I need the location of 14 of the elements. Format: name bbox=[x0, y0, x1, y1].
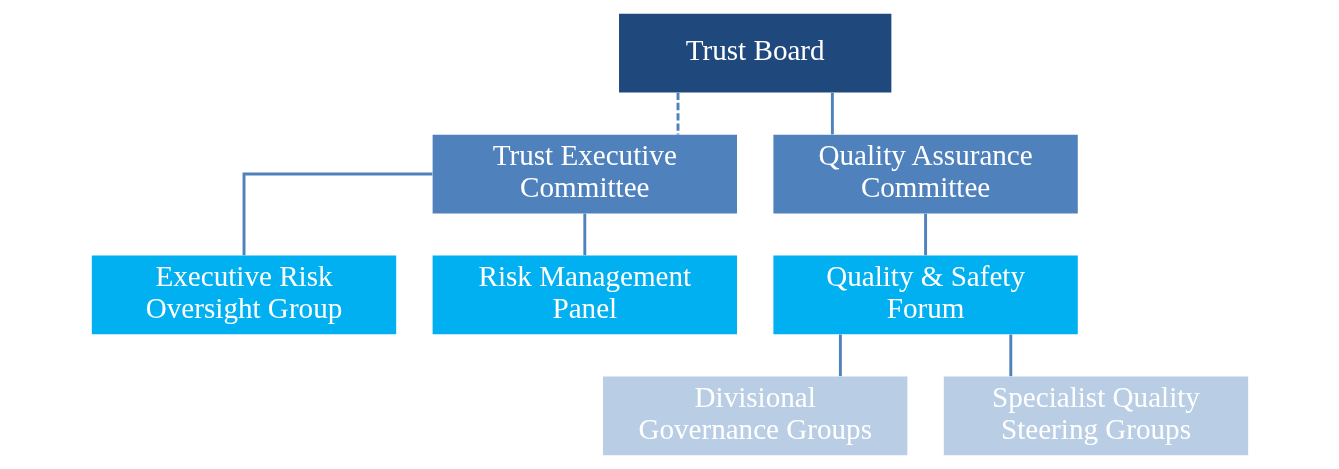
node-box: Quality Assurance Committee bbox=[772, 134, 1078, 214]
node-box: Divisional Governance Groups bbox=[602, 376, 907, 456]
connector bbox=[830, 92, 834, 135]
connector bbox=[242, 172, 432, 256]
node-box: Quality & Safety Forum bbox=[772, 255, 1078, 335]
node-box: Trust Board bbox=[618, 13, 891, 93]
node-box: Specialist Quality Steering Groups bbox=[943, 376, 1248, 456]
connector bbox=[923, 213, 927, 256]
node-box: Executive Risk Oversight Group bbox=[91, 255, 396, 335]
connector bbox=[582, 213, 586, 256]
connector bbox=[1008, 334, 1012, 377]
node-box: Risk Management Panel bbox=[432, 255, 737, 335]
node-box: Trust Executive Committee bbox=[432, 134, 737, 214]
connector bbox=[838, 334, 842, 377]
